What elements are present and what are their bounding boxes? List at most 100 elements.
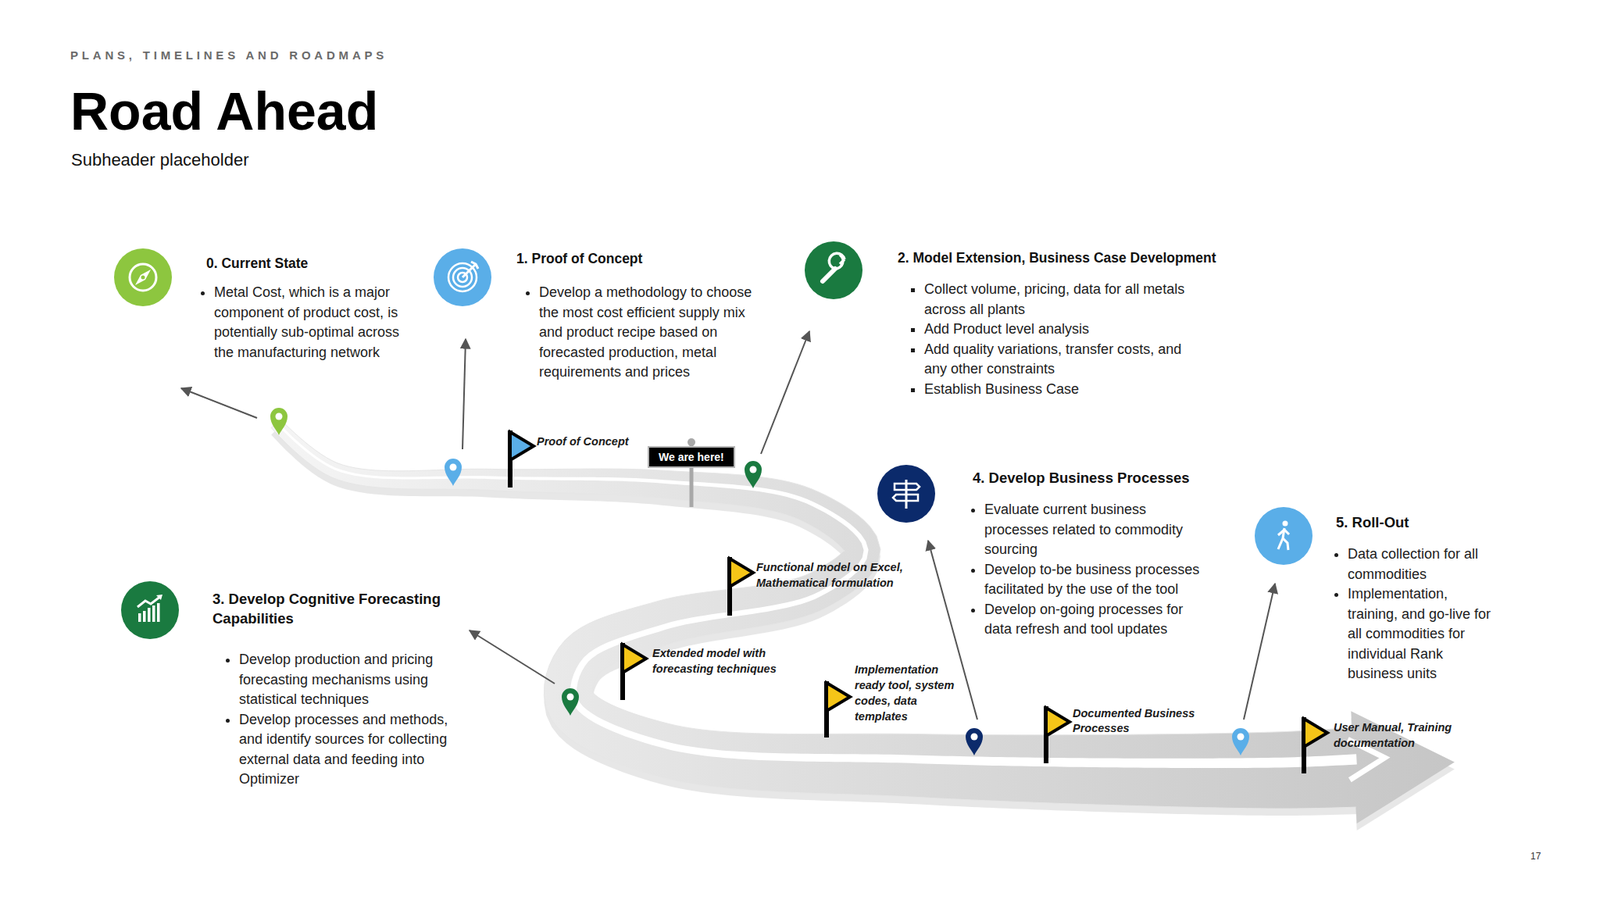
milestone-label: Extended model with forecasting techniqu… [652, 645, 786, 677]
location-pins [270, 407, 1250, 756]
location-pin [1232, 728, 1250, 756]
icon-fletch [471, 261, 479, 269]
bullet-list: Data collection for all commoditiesImple… [1333, 544, 1500, 685]
icon-bar [138, 613, 142, 622]
pin-shape [1232, 728, 1250, 756]
location-pin [561, 688, 579, 716]
pin-hole [1237, 733, 1245, 741]
icon-head [1282, 521, 1289, 527]
flag-cloth [510, 432, 534, 461]
milestone-flag [1301, 717, 1328, 774]
milestone-flags [507, 430, 1328, 774]
pin-shape [744, 460, 762, 489]
pin-hole [450, 464, 458, 472]
pin-shape [561, 688, 579, 716]
milestone-block: 3. Develop Cognitive Forecasting Capabil… [212, 589, 486, 790]
pin-hole [275, 413, 283, 421]
icon-sign [894, 483, 920, 490]
section-label: PLANS, TIMELINES AND ROADMAPS [70, 47, 388, 63]
bullet-item: Add quality variations, transfer costs, … [924, 339, 1193, 380]
icon-ring [448, 263, 477, 292]
step-heading: 5. Roll-Out [1335, 512, 1508, 533]
icon-trend-head [156, 594, 163, 600]
bullet-item: Establish Business Case [924, 379, 1193, 400]
icon-bar [152, 605, 156, 622]
bullet-item: Develop to-be business processes facilit… [984, 560, 1209, 600]
bullet-item: Develop on-going processes for data refr… [984, 600, 1209, 640]
flag-cloth [1046, 707, 1070, 736]
slide-title: Road Ahead [70, 84, 379, 138]
icon-circle [804, 241, 863, 300]
location-pin [444, 458, 462, 486]
step-heading: 1. Proof of Concept [516, 249, 767, 269]
leader-line [1243, 583, 1275, 720]
icon-arrow [462, 264, 476, 278]
step-heading: 0. Current State [206, 253, 425, 274]
flag-cloth [622, 644, 647, 673]
icon-leg [1282, 538, 1289, 550]
pin-hole [750, 466, 758, 474]
bullet-item: Evaluate current business processes rela… [984, 500, 1209, 561]
road-body [271, 418, 1360, 809]
milestone-block: 2. Model Extension, Business Case Develo… [897, 248, 1281, 400]
milestone-block: 0. Current StateMetal Cost, which is a m… [192, 253, 425, 363]
step-icon [121, 581, 179, 640]
milestone-label: Documented Business Processes [1072, 706, 1206, 736]
bullet-item: Develop a methodology to choose the most… [539, 282, 765, 383]
icon-needle [135, 269, 151, 286]
bullet-list: Develop production and pricing forecasti… [212, 650, 461, 790]
flag-cloth [826, 682, 850, 711]
milestone-flag [727, 557, 754, 616]
leader-line [181, 388, 258, 418]
icon-stroke [129, 264, 157, 291]
step-heading: 3. Develop Cognitive Forecasting Capabil… [212, 589, 486, 629]
milestone-flag [507, 430, 534, 488]
bullet-item: Data collection for all commodities [1347, 544, 1500, 585]
pin-shape [444, 458, 462, 486]
icon-circle [121, 581, 179, 640]
bullet-item: Add Product level analysis [924, 319, 1193, 340]
milestone-block: 5. Roll-OutData collection for all commo… [1333, 512, 1508, 685]
bullet-list: Collect volume, pricing, data for all me… [897, 279, 1193, 400]
icon-handle [822, 268, 836, 282]
pin-hole [971, 733, 979, 741]
leader-line [928, 540, 978, 720]
pin-shape [965, 728, 983, 756]
step-icon [1254, 507, 1313, 565]
icon-dot [141, 275, 146, 280]
milestone-label: Implementation ready tool, system codes,… [854, 661, 965, 725]
step-icon [114, 248, 172, 307]
location-sign: We are here! [647, 446, 736, 468]
icon-circle [1254, 507, 1313, 565]
icon-circle [433, 248, 492, 307]
flag-cloth [729, 558, 754, 587]
bullet-item: Implementation, training, and go-live fo… [1347, 584, 1500, 685]
leader-line [462, 339, 466, 450]
location-pin [965, 728, 983, 756]
location-pin [744, 460, 762, 489]
step-icons [114, 241, 1313, 640]
icon-arm [1278, 529, 1290, 536]
icon-circle [114, 248, 172, 307]
milestone-label: User Manual, Training documentation [1333, 719, 1467, 751]
bullet-list: Develop a methodology to choose the most… [516, 282, 765, 383]
icon-bar [157, 603, 161, 622]
step-icon [804, 241, 863, 300]
step-heading: 4. Develop Business Processes [972, 467, 1239, 488]
milestone-label: Functional model on Excel, Mathematical … [756, 559, 913, 591]
icon-circle [877, 464, 936, 523]
pin-hole [567, 693, 575, 701]
milestone-block: 4. Develop Business ProcessesEvaluate cu… [967, 467, 1239, 640]
page-number: 17 [1530, 850, 1541, 863]
bullet-item: Develop processes and methods, and ident… [239, 710, 461, 790]
pin-shape [270, 407, 288, 436]
step-icon [433, 248, 492, 307]
bullet-item: Collect volume, pricing, data for all me… [924, 279, 1193, 320]
sign-text: We are here! [658, 450, 725, 465]
sign-knob [687, 438, 696, 447]
subheader: Subheader placeholder [71, 149, 250, 172]
icon-sign [892, 494, 918, 501]
leader-line [469, 630, 555, 684]
bullet-list: Metal Cost, which is a major component o… [192, 282, 400, 363]
